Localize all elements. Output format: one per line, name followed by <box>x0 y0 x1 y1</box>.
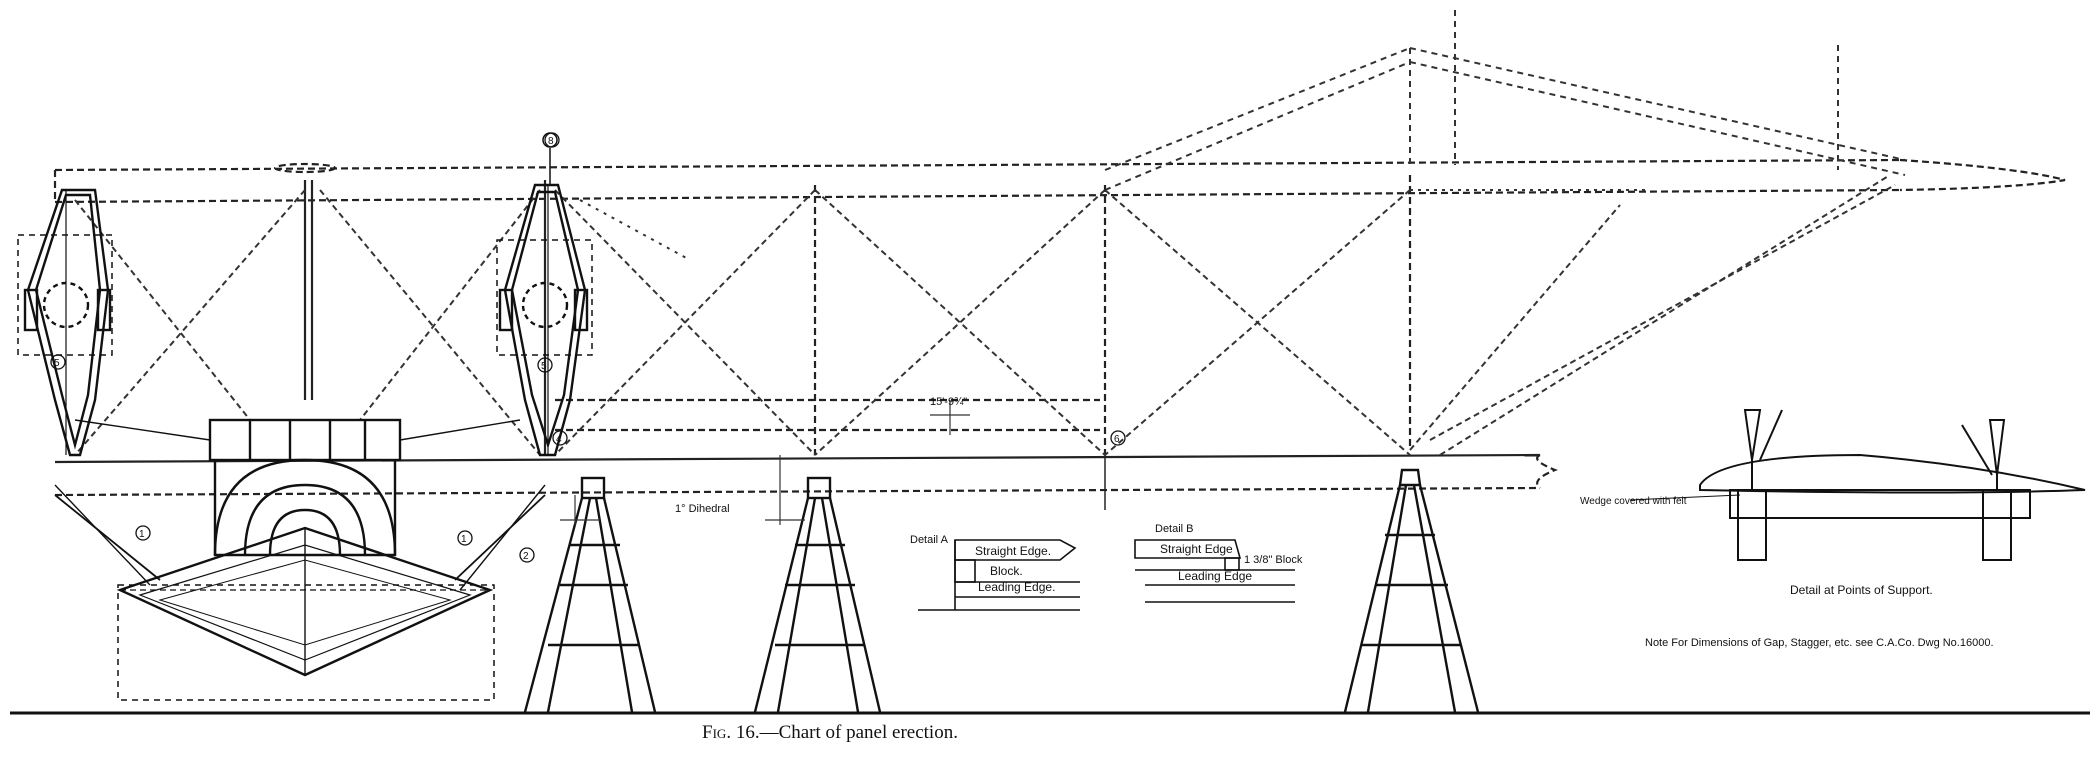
gap-dimension-label: 15'-9¾" <box>930 396 967 408</box>
cross-bracing <box>74 174 1896 456</box>
hull <box>54 418 546 701</box>
detail-a-title: Detail A <box>910 534 949 546</box>
dihedral-label: 1° Dihedral <box>675 503 730 515</box>
detail-b-straight-edge: Straight Edge <box>1160 542 1233 556</box>
detail-a: Detail A Straight Edge. Block. Leading E… <box>910 534 1080 611</box>
callout-markers <box>50 132 1126 563</box>
detail-b: Detail B Straight Edge 1 3/8" Block Lead… <box>1134 523 1303 603</box>
figure-title: —Chart of panel erection. <box>759 722 958 743</box>
callout-small-a: 2 <box>523 551 529 562</box>
upper-extension <box>1104 10 1906 191</box>
left-engine-cradle <box>17 188 113 457</box>
detail-a-block: Block. <box>990 564 1023 578</box>
interplane-struts <box>303 175 1412 510</box>
callout-left-wire-a: 1 <box>139 529 145 540</box>
callout-mid-engine: 5 <box>541 361 547 372</box>
lower-wing <box>54 398 1558 497</box>
trestle-1 <box>523 476 657 713</box>
upper-wing <box>53 158 2066 204</box>
support-detail <box>1629 409 2086 561</box>
callout-left-engine: 5 <box>54 358 60 369</box>
trestle-3 <box>1343 468 1480 713</box>
wedge-label: Wedge covered with felt <box>1580 496 1687 507</box>
figure-caption: Fig. 16.—Chart of panel erection. <box>0 722 1660 744</box>
detail-b-leading-edge: Leading Edge <box>1178 569 1252 583</box>
detail-b-block: 1 3/8" Block <box>1244 554 1303 566</box>
callout-small-b: 4 <box>556 434 562 445</box>
detail-a-straight-edge: Straight Edge. <box>975 544 1051 558</box>
callout-small-c: 6 <box>1114 434 1120 445</box>
dimension-note: Note For Dimensions of Gap, Stagger, etc… <box>1645 637 1994 649</box>
figure-label: Fig. 16. <box>702 722 760 743</box>
mid-engine-cradle <box>496 132 593 457</box>
support-detail-caption: Detail at Points of Support. <box>1790 583 1933 597</box>
callout-left-wire-b: 1 <box>461 534 467 545</box>
detail-a-leading-edge: Leading Edge. <box>978 580 1055 594</box>
dihedral-dimension <box>560 400 970 525</box>
trestle-2 <box>753 476 882 713</box>
detail-b-title: Detail B <box>1155 523 1194 535</box>
callout-top-strut: 8 <box>548 136 554 147</box>
